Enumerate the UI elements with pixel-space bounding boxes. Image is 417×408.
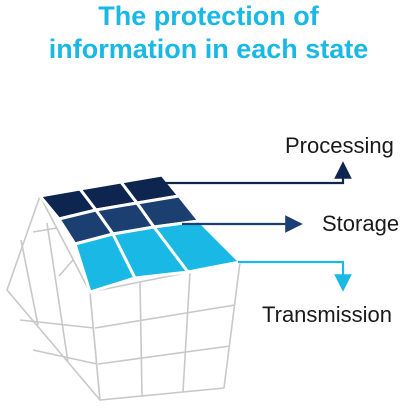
label-processing: Processing xyxy=(285,133,394,158)
title-line-2: information in each state xyxy=(48,34,369,64)
transmission-row xyxy=(73,219,242,294)
cube-top-face xyxy=(38,173,242,294)
arrow-up-icon xyxy=(162,161,352,185)
label-storage: Storage xyxy=(322,211,400,236)
transmission-connector xyxy=(238,260,352,292)
diagram-title: The protection of information in each st… xyxy=(0,0,417,66)
arrow-down-icon xyxy=(238,260,352,292)
processing-connector xyxy=(162,161,352,185)
cube-left-face xyxy=(6,195,101,401)
cube-right-face xyxy=(89,261,241,401)
label-transmission: Transmission xyxy=(262,302,392,327)
title-line-1: The protection of xyxy=(98,1,319,31)
